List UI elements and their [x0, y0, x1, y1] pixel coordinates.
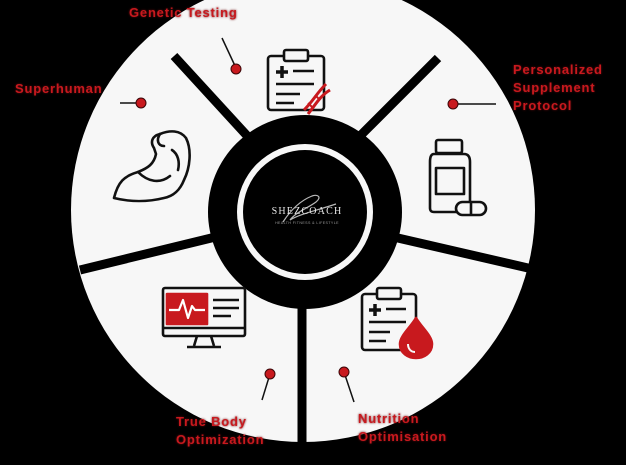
- label-dots: [135, 63, 459, 380]
- label-line: Genetic Testing: [129, 5, 238, 20]
- label-line: Personalized: [513, 62, 603, 77]
- supplement-bottle-pill-icon: [428, 138, 488, 217]
- dot-nutrition: [338, 366, 350, 378]
- label-line: True Body: [176, 414, 247, 429]
- label-line: Superhuman: [15, 81, 103, 96]
- flexed-arm-icon: [112, 130, 191, 203]
- dot-superhuman: [135, 97, 147, 109]
- logo-text: SHEZCOACH: [272, 206, 343, 217]
- dot-supplement: [447, 98, 459, 110]
- label-line: Supplement: [513, 80, 596, 95]
- shezcoach-logo: SHEZCOACH HEALTH FITNESS & LIFESTYLE: [272, 194, 343, 225]
- label-line: Nutrition: [358, 411, 420, 426]
- clipboard-dna-icon: [266, 48, 331, 115]
- label-nutrition-optimisation: Nutrition Optimisation: [358, 410, 447, 446]
- divider-5: [78, 227, 238, 275]
- label-line: Optimization: [176, 432, 265, 447]
- logo-signature-swoosh: [282, 194, 337, 223]
- label-personalized-supplement-protocol: Personalized Supplement Protocol: [513, 61, 603, 115]
- monitor-heartbeat-icon: [161, 286, 247, 349]
- label-line: Optimisation: [358, 429, 448, 444]
- clipboard-blood-drop-icon: [360, 286, 434, 360]
- dot-body: [264, 368, 276, 380]
- pointer-genetic: [221, 37, 237, 69]
- label-line: Protocol: [513, 98, 573, 113]
- label-true-body-optimization: True Body Optimization: [176, 413, 264, 449]
- label-superhuman: Superhuman: [15, 80, 102, 98]
- center-logo-disc: [243, 150, 367, 274]
- segment-dividers: [78, 52, 530, 445]
- label-genetic-testing: Genetic Testing: [129, 4, 238, 22]
- dot-genetic: [230, 63, 242, 75]
- logo-tagline: HEALTH FITNESS & LIFESTYLE: [275, 221, 339, 225]
